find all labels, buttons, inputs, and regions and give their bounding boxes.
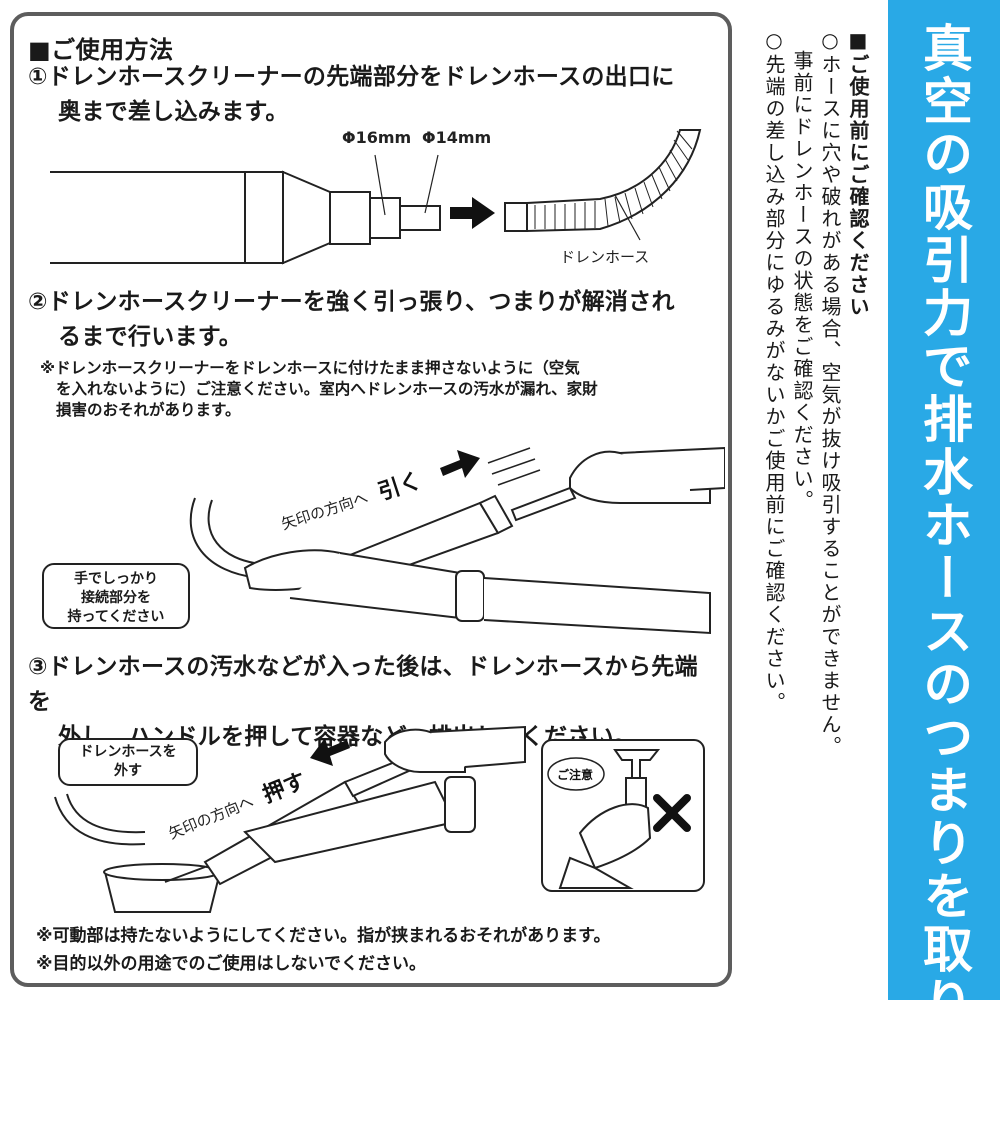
title-banner: 真空の吸引力で排水ホースのつまりを取り除く (888, 0, 1000, 1135)
pull-direction-label: 矢印の方向へ (279, 489, 370, 534)
speed-lines (487, 447, 541, 486)
footer-line-2: ※目的以外の用途でのご使用はしないでください。 (36, 954, 427, 974)
bucket (103, 863, 222, 913)
insert-arrow-icon (450, 197, 495, 229)
note-line-2: を入れないように）ご注意ください。室内へドレンホースの汚水が漏れ、家財 (56, 380, 598, 398)
hose-leader (614, 194, 641, 241)
pulling-arm (569, 446, 725, 504)
step-1-line-1: ①ドレンホースクリーナーの先端部分をドレンホースの出口に (28, 64, 675, 90)
usage-heading: ■ご使用方法 (28, 36, 174, 64)
precheck-line-2: 事前にドレンホースの状態をご確認ください。 (790, 28, 814, 512)
drain-hose (504, 129, 702, 233)
push-direction-label: 矢印の方向へ (166, 792, 256, 842)
nozzle-tip (329, 191, 441, 245)
step-1-line-2: 奥まで差し込みます。 (58, 99, 289, 125)
step-2-line-1: ②ドレンホースクリーナーを強く引っ張り、つまりが解消され (28, 289, 675, 315)
grip-bubble: 手でしっかり 接続部分を 持ってください (42, 563, 190, 629)
note-line-3: 損害のおそれがあります。 (56, 401, 241, 419)
step-1-text: ①ドレンホースクリーナーの先端部分をドレンホースの出口に 奥まで差し込みます。 (28, 60, 718, 130)
detached-hose (54, 793, 146, 846)
connection-diagram: Φ16mm Φ14mm ドレンホース (50, 128, 702, 266)
grip-bubble-line-1: 手でしっかり (74, 571, 158, 587)
banner-title: 真空の吸引力で排水ホースのつまりを取り除く (915, 22, 973, 1135)
prohibited-x-icon (653, 794, 691, 832)
precheck-heading: ■ご使用前にご確認ください (846, 28, 870, 318)
caution-label: ご注意 (557, 767, 593, 782)
push-action-label: 押す (259, 768, 310, 809)
drain-hose-label: ドレンホース (560, 248, 649, 266)
step-2-line-2: るまで行います。 (58, 324, 243, 350)
pushing-arm (243, 725, 526, 864)
detach-bubble-line-2: 外す (114, 763, 142, 779)
step-2-text: ②ドレンホースクリーナーを強く引っ張り、つまりが解消され るまで行います。 (28, 285, 718, 355)
precheck-line-3: ○先端の差し込み部分にゆるみがないかご使用前にご確認ください。 (762, 28, 786, 714)
dimension-leaders (374, 154, 439, 216)
grip-bubble-line-3: 持ってください (67, 609, 165, 625)
caution-burst (547, 757, 605, 791)
hose-coil (189, 497, 263, 579)
footer-line-1: ※可動部は持たないようにしてください。指が挟まれるおそれがあります。 (36, 926, 611, 946)
pull-arrow-icon (440, 450, 480, 478)
precheck-line-1: ○ホースに穴や破れがある場合、空気が抜け吸引することができません。 (818, 28, 842, 758)
dimension-16mm: Φ16mm (342, 128, 411, 147)
step-2-caution-note: ※ドレンホースクリーナーをドレンホースに付けたまま押さないように（空気 を入れな… (40, 358, 720, 421)
pull-action-label: 引く (375, 468, 425, 505)
pull-illustration: 矢印の方向へ 引く (189, 446, 725, 635)
caution-hand (558, 749, 661, 889)
footer-notes: ※可動部は持たないようにしてください。指が挟まれるおそれがあります。 ※目的以外… (36, 922, 726, 978)
detach-bubble: ドレンホースを 外す (58, 738, 198, 786)
step-3-line-1: ③ドレンホースの汚水などが入った後は、ドレンホースから先端を (28, 654, 698, 715)
push-arrow-icon (310, 738, 350, 766)
cleaner-body (50, 170, 331, 265)
caution-inset: ご注意 (541, 739, 705, 892)
dimension-14mm: Φ14mm (422, 128, 491, 147)
note-line-1: ※ドレンホースクリーナーをドレンホースに付けたまま押さないように（空気 (40, 359, 580, 377)
holding-arm (243, 549, 711, 635)
grip-bubble-line-2: 接続部分を (81, 590, 151, 606)
push-illustration: 矢印の方向へ 押す (54, 725, 526, 913)
detach-bubble-line-1: ドレンホースを (79, 744, 177, 760)
